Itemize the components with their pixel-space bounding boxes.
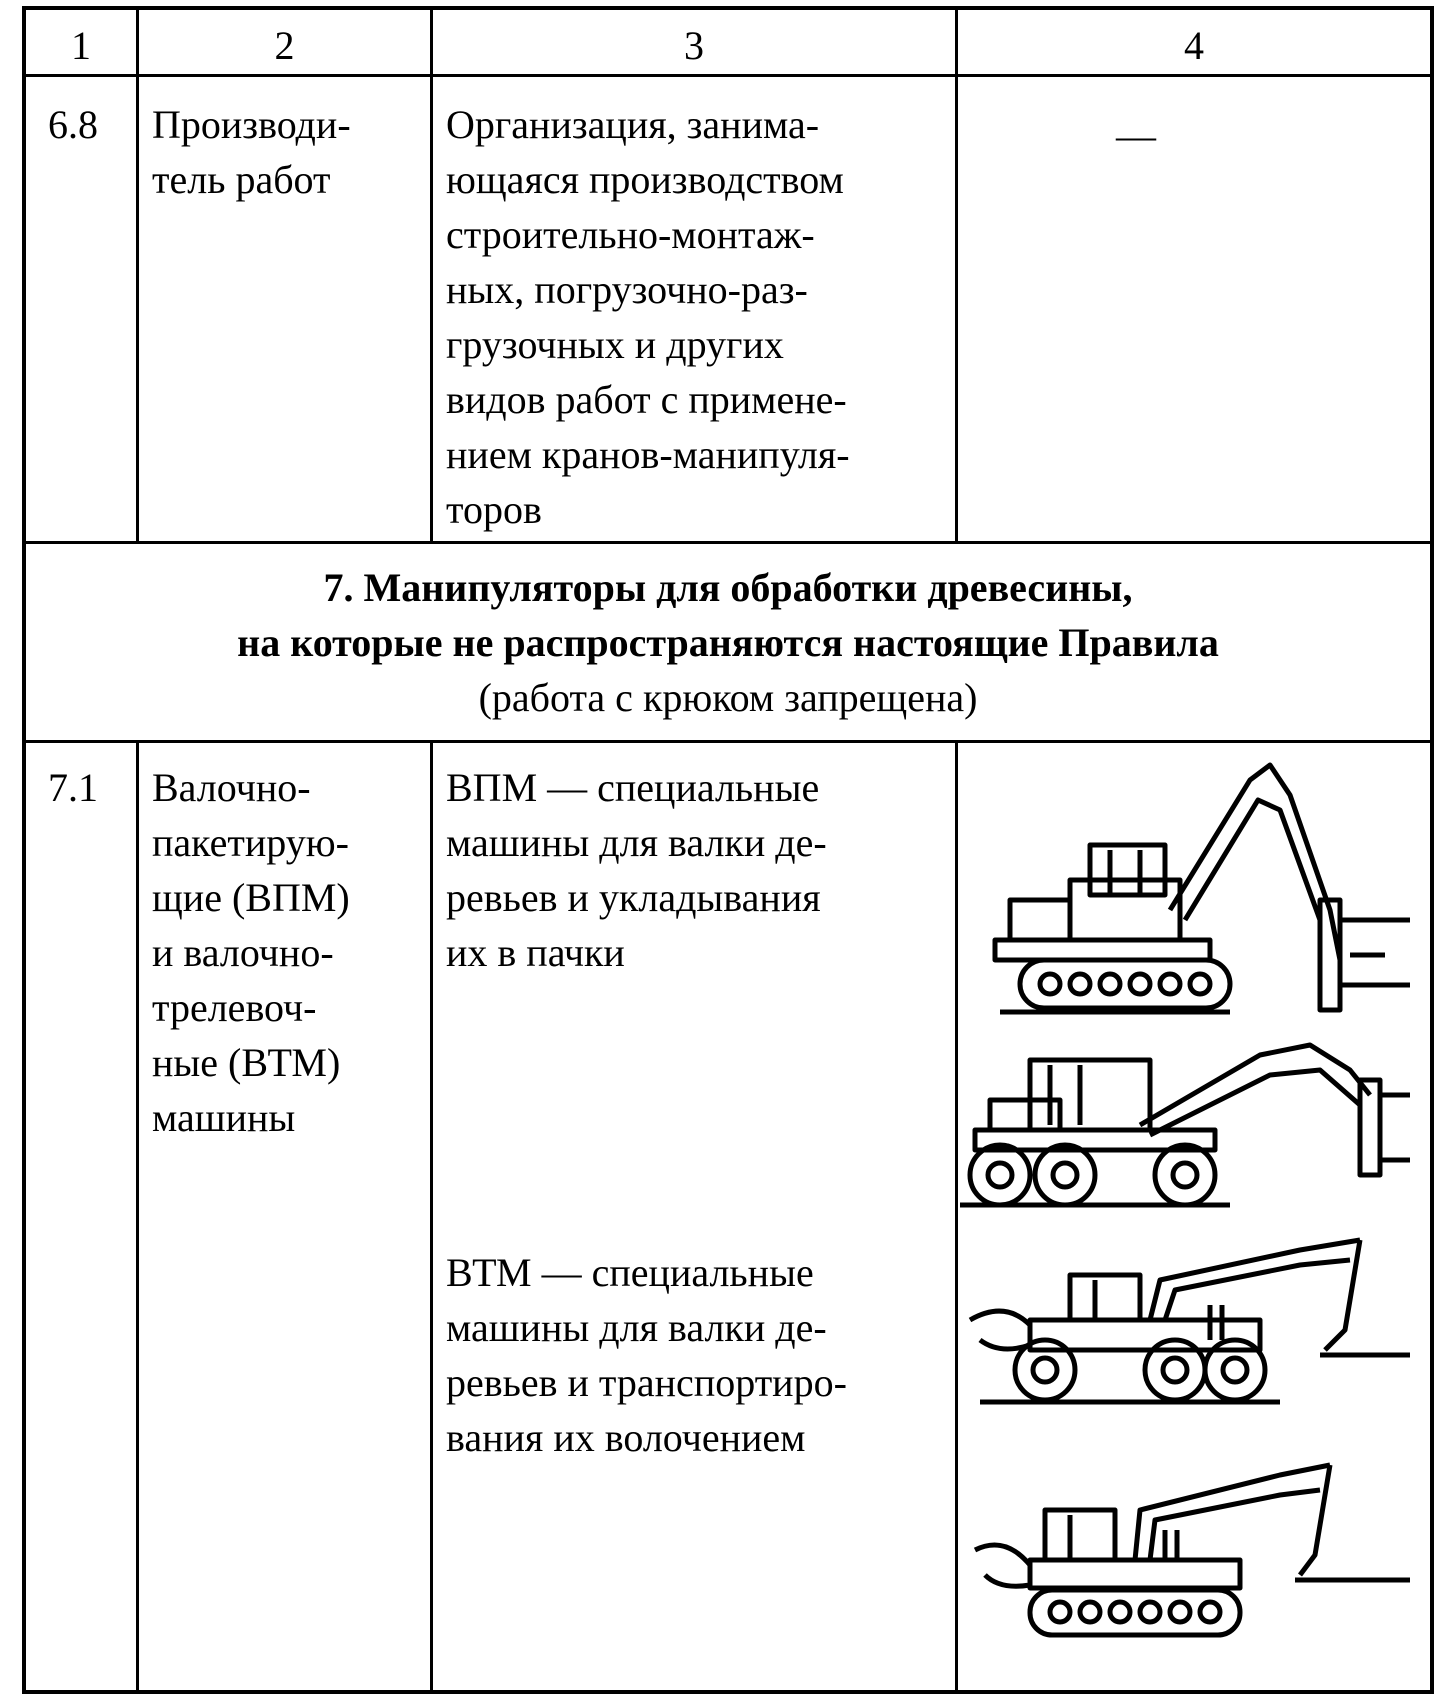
col-divider-3b: [955, 740, 958, 1694]
col-divider-1: [136, 6, 139, 543]
col-divider-3: [955, 6, 958, 543]
wheeled-skidder-illustration: [968, 1237, 1410, 1405]
header-col-4: 4: [1184, 23, 1204, 68]
wheeled-feller-buncher-illustration: [960, 1042, 1410, 1208]
header-col-2: 2: [274, 23, 295, 68]
col-divider-1b: [136, 740, 139, 1694]
row-7-1-description-vtm: ВТМ — специальные машины для валки де- р…: [446, 1250, 847, 1460]
row-6-8-description: Организация, занима- ющаяся производство…: [446, 102, 850, 532]
row-divider-6-8: [22, 541, 1434, 544]
tracked-skidder-illustration: [973, 1462, 1410, 1638]
row-6-8-name: Производи- тель работ: [152, 102, 351, 202]
row-6-8-number: 6.8: [48, 102, 98, 147]
col-divider-2b: [430, 740, 433, 1694]
section-7-title-line1: 7. Манипуляторы для обработки древесины,: [323, 565, 1133, 610]
section-7-subtitle: (работа с крюком запрещена): [478, 675, 978, 720]
section-7-heading: 7. Манипуляторы для обработки древесины,…: [26, 560, 1430, 725]
table-frame: [22, 6, 1434, 1694]
row-6-8-col4-dash: —: [1116, 113, 1156, 158]
section-divider: [22, 740, 1434, 743]
row-7-1-name: Валочно- пакетирую- щие (ВПМ) и валочно-…: [152, 765, 350, 1140]
row-7-1-number: 7.1: [48, 765, 98, 810]
header-col-1: 1: [71, 23, 91, 68]
section-7-title-line2: на которые не распространяются настоящие…: [237, 620, 1219, 665]
header-divider: [22, 74, 1434, 77]
header-col-3: 3: [684, 23, 704, 68]
tracked-feller-buncher-illustration: [992, 762, 1410, 1015]
col-divider-2: [430, 6, 433, 543]
row-7-1-description-vpm: ВПМ — специальные машины для валки де- р…: [446, 765, 827, 975]
